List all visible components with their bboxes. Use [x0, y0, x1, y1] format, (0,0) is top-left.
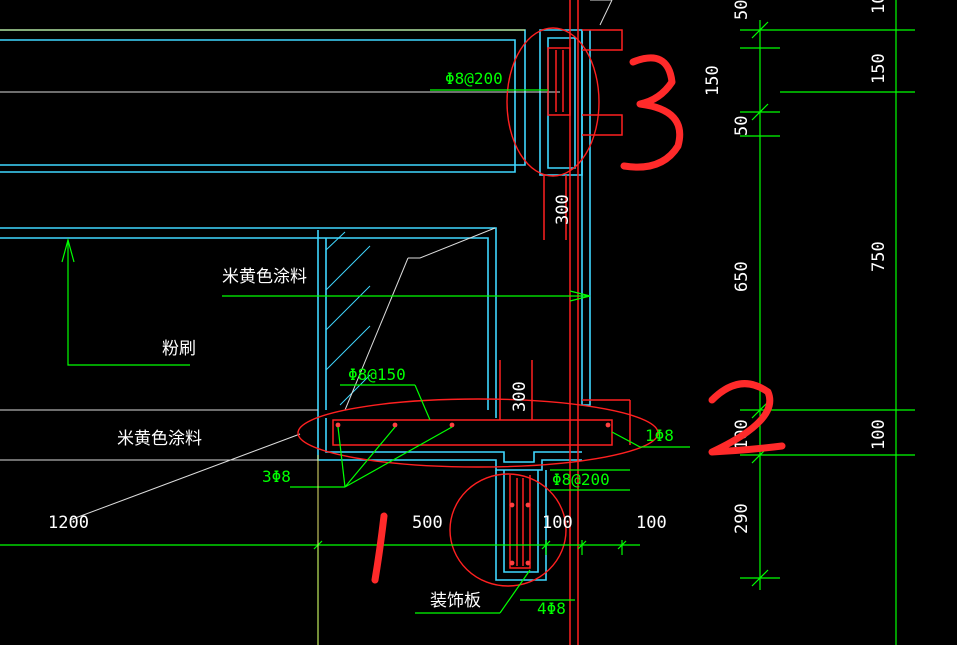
dim-v290: 290 — [732, 503, 752, 534]
decor-board-label: 装饰板 — [430, 591, 481, 611]
beam-top-inner — [547, 37, 576, 169]
structure-outline — [0, 29, 591, 581]
paint-label-upper: 米黄色涂料 — [222, 267, 307, 287]
marker-1 — [371, 512, 388, 584]
dim-v650: 650 — [732, 261, 752, 292]
rebar-edge-bar: 1Φ8 — [645, 426, 674, 445]
canopy-outer — [0, 227, 497, 418]
dim-r10: 10 — [869, 0, 889, 14]
hatch — [325, 231, 371, 406]
yellow-lines — [0, 29, 525, 645]
dim-r750: 750 — [869, 241, 889, 272]
hang-board — [495, 470, 547, 581]
guide-lines — [0, 0, 613, 521]
slab-outline — [317, 410, 582, 471]
callout-1 — [449, 473, 567, 587]
dim-500: 500 — [412, 513, 443, 533]
dim-v50-top: 50 — [732, 0, 752, 20]
top-band-upper — [0, 29, 526, 166]
rebar-lines — [332, 0, 631, 645]
paint-label-lower: 米黄色涂料 — [117, 429, 202, 449]
rebar-dots — [335, 422, 611, 566]
marker-3 — [620, 54, 684, 171]
dim-100a: 100 — [542, 513, 573, 533]
callout-3 — [506, 27, 600, 177]
wall-right — [581, 30, 591, 406]
plaster-label: 粉刷 — [162, 339, 196, 359]
dim-v50-mid: 50 — [732, 116, 752, 136]
dim-r100: 100 — [869, 419, 889, 450]
rebar-hang-stirrup: Φ8@200 — [552, 470, 610, 489]
detail-callouts — [297, 27, 659, 587]
canopy-inner — [0, 237, 489, 410]
rebar-slab-bars: 3Φ8 — [262, 467, 291, 486]
dim-beam-mid: 300 — [510, 381, 530, 412]
green-leaders — [61, 89, 690, 614]
dim-r150: 150 — [869, 53, 889, 84]
dim-beam-top: 300 — [553, 194, 573, 225]
dim-1200: 1200 — [48, 513, 89, 533]
marker-2 — [708, 380, 786, 456]
rebar-slab-stirrup: Φ8@150 — [348, 365, 406, 384]
top-band-lower — [0, 39, 516, 173]
dim-v150: 150 — [703, 65, 723, 96]
rebar-hang-bars: 4Φ8 — [537, 599, 566, 618]
dim-100b: 100 — [636, 513, 667, 533]
beam-top — [539, 29, 583, 176]
hang-board-inner — [503, 470, 539, 573]
callout-2 — [297, 398, 659, 468]
rebar-top-stirrup: Φ8@200 — [445, 69, 503, 88]
dimension-lines — [0, 0, 915, 645]
